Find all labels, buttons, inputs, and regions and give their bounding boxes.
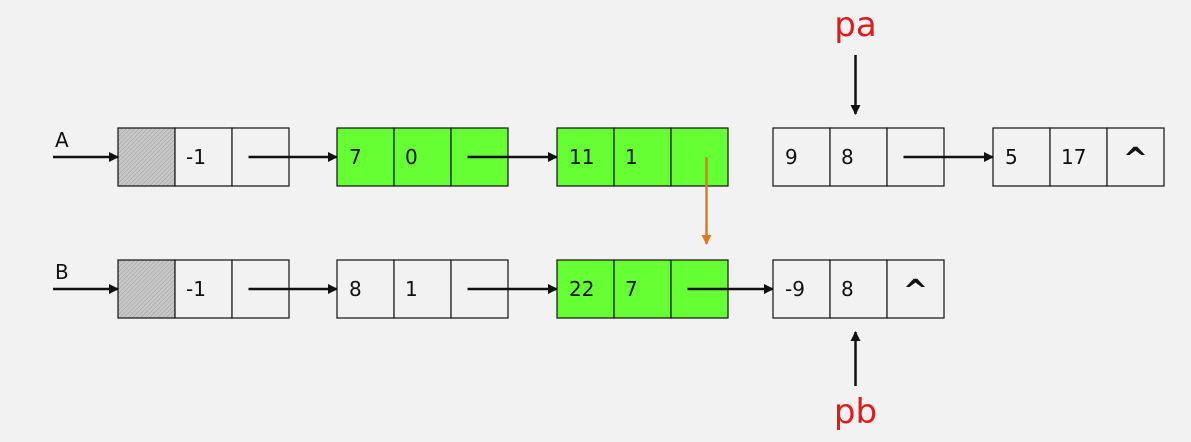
list-label: A: [55, 128, 69, 152]
head-node: -1: [117, 259, 338, 319]
coef-value: 22: [569, 277, 594, 301]
coef-value: 9: [785, 145, 798, 169]
exp-value: 1: [625, 145, 638, 169]
next-cell: [670, 127, 729, 187]
exp-cell: [613, 127, 672, 187]
coef-cell: [556, 259, 615, 319]
coef-value: -9: [785, 277, 805, 301]
exp-cell: [829, 259, 888, 319]
coef-cell: [117, 259, 176, 319]
coef-value: 11: [569, 145, 594, 169]
coef-value: 8: [349, 277, 362, 301]
exp-value: 8: [841, 145, 854, 169]
pointer-pb: pb: [834, 331, 877, 432]
exp-cell: [393, 259, 452, 319]
list-label: B: [55, 260, 69, 284]
coef-cell: [772, 127, 831, 187]
next-cell: [1106, 127, 1165, 187]
exp-cell: [393, 127, 452, 187]
exp-value: 8: [841, 277, 854, 301]
coef-cell: [117, 127, 176, 187]
list-node: 22 7: [556, 259, 774, 319]
list-node: -9 8 ^: [772, 259, 945, 319]
pointer-pa: pa: [834, 5, 877, 115]
exp-value: -1: [186, 277, 206, 301]
coef-cell: [336, 127, 395, 187]
next-cell: [886, 259, 945, 319]
exp-value: -1: [186, 145, 206, 169]
pointer-label: pb: [834, 392, 877, 432]
pointer-label: pa: [834, 5, 876, 45]
coef-cell: [772, 259, 831, 319]
exp-value: 7: [625, 277, 638, 301]
coef-cell: [556, 127, 615, 187]
exp-value: 17: [1061, 145, 1086, 169]
exp-value: 1: [405, 277, 418, 301]
coef-value: 7: [349, 145, 362, 169]
null-symbol: ^: [1123, 142, 1148, 177]
exp-value: 0: [405, 145, 418, 169]
exp-cell: [1049, 127, 1108, 187]
coef-cell: [336, 259, 395, 319]
coef-value: 5: [1005, 145, 1018, 169]
exp-cell: [829, 127, 888, 187]
head-node: -1: [117, 127, 338, 187]
coef-cell: [992, 127, 1051, 187]
exp-cell: [613, 259, 672, 319]
list-node: 5 17 ^: [992, 127, 1165, 187]
null-symbol: ^: [903, 274, 928, 309]
